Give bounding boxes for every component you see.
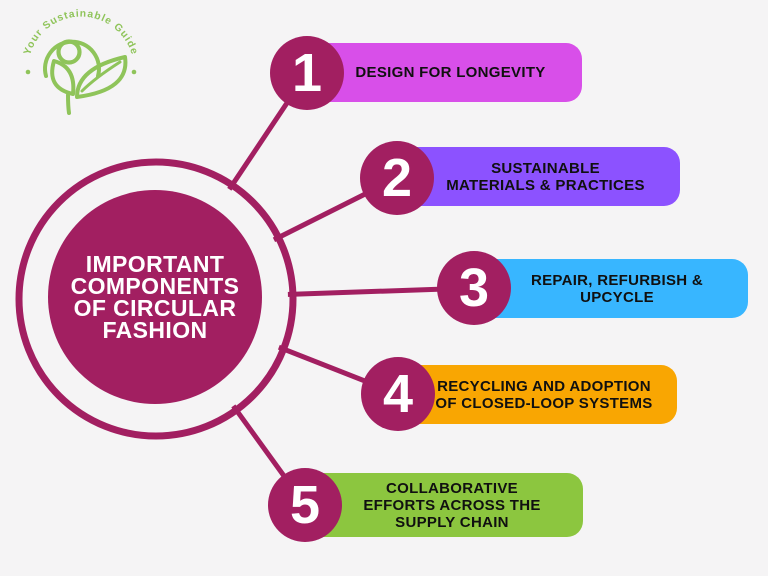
hub-title-line: COMPONENTS bbox=[70, 273, 240, 299]
logo-right-leaf bbox=[75, 55, 128, 99]
item-4-label: OF CLOSED-LOOP SYSTEMS bbox=[435, 394, 653, 412]
hub-disc bbox=[48, 190, 262, 404]
item-3-label: REPAIR, REFURBISH & bbox=[530, 271, 704, 289]
logo-dot-left bbox=[25, 69, 31, 75]
item-5-label: EFFORTS ACROSS THE bbox=[363, 496, 541, 514]
item-4-label: RECYCLING AND ADOPTION bbox=[437, 377, 651, 395]
item-2-label-pill: SUSTAINABLE MATERIALS & PRACTICES bbox=[385, 147, 680, 206]
item-2-number: 2 bbox=[381, 148, 413, 208]
your-sustainable-guide-logo: Your Sustainable Guide bbox=[22, 8, 139, 115]
logo-stem bbox=[66, 93, 71, 115]
item-1-number-badge: 1 bbox=[270, 36, 344, 110]
item-5-label: COLLABORATIVE bbox=[386, 479, 518, 497]
item-5-label: SUPPLY CHAIN bbox=[395, 513, 509, 531]
logo-leaf-vein bbox=[80, 60, 122, 93]
item-5-number: 5 bbox=[289, 475, 321, 535]
hub-title-line: OF CIRCULAR bbox=[73, 295, 237, 321]
hub-title-line: FASHION bbox=[102, 317, 208, 343]
item-5-label-pill: COLLABORATIVE EFFORTS ACROSS THE SUPPLY … bbox=[295, 473, 583, 537]
item-3-number: 3 bbox=[458, 258, 490, 318]
hub-title: IMPORTANT COMPONENTS OF CIRCULAR FASHION bbox=[25, 251, 285, 343]
hub-outer-ring bbox=[15, 158, 297, 440]
logo-head-circle bbox=[56, 39, 82, 65]
item-4-number: 4 bbox=[382, 364, 414, 424]
hub-title-line: IMPORTANT bbox=[85, 251, 225, 277]
item-5-number-badge: 5 bbox=[268, 468, 342, 542]
logo-plant-person-icon bbox=[43, 39, 128, 115]
item-2-label: SUSTAINABLE bbox=[491, 159, 600, 177]
logo-left-leaf bbox=[50, 59, 76, 96]
item-2-number-badge: 2 bbox=[360, 141, 434, 215]
item-3-number-badge: 3 bbox=[437, 251, 511, 325]
item-1-label: DESIGN FOR LONGEVITY bbox=[355, 64, 546, 81]
item-3-label: UPCYCLE bbox=[580, 288, 654, 306]
logo-dot-right bbox=[131, 69, 137, 75]
item-2-label: MATERIALS & PRACTICES bbox=[446, 176, 645, 194]
item-4-number-badge: 4 bbox=[361, 357, 435, 431]
item-1-number: 1 bbox=[291, 43, 323, 103]
